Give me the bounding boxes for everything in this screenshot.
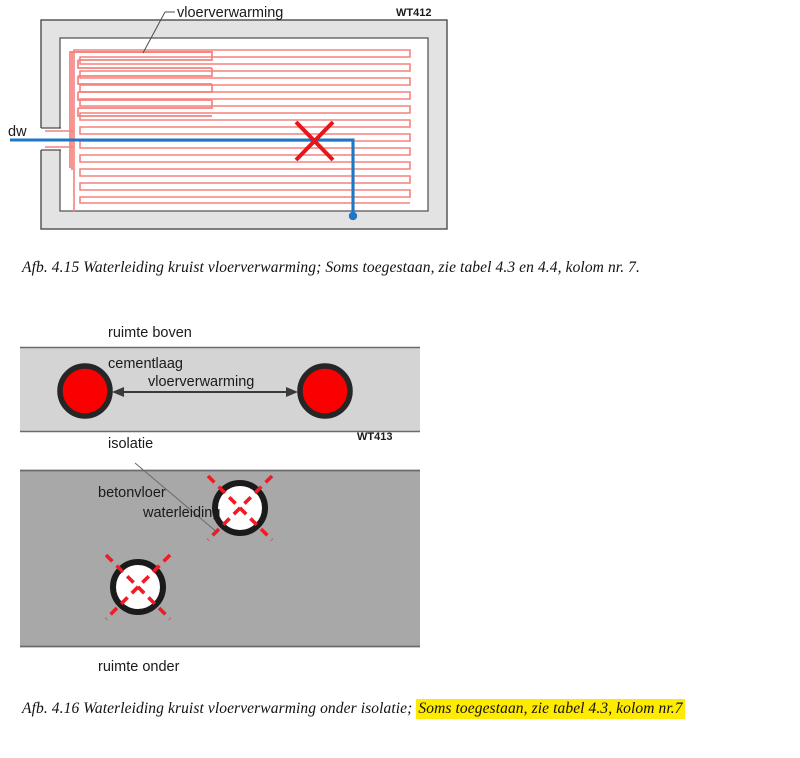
- caption-416-text-highlighted: Soms toegestaan, zie tabel 4.3, kolom nr…: [416, 699, 685, 719]
- heating-pipe-right: [297, 363, 353, 419]
- concrete-floor-band: [20, 469, 420, 648]
- label-vloerverwarming-spacing: vloerverwarming: [148, 374, 254, 390]
- caption-afb-4-16: Afb. 4.16 Waterleiding kruist vloerverwa…: [22, 697, 782, 720]
- crossing-not-allowed-cross-icon: [294, 120, 335, 162]
- tag-wt412: WT412: [396, 7, 431, 19]
- underfloor-heating-coil: [69, 51, 213, 170]
- water-pipe-lower: [104, 553, 172, 621]
- figure-416-drawing: ruimte boven cementlaag vloerverwa: [20, 325, 420, 675]
- caption-afb-4-15: Afb. 4.15 Waterleiding kruist vloerverwa…: [22, 256, 792, 279]
- figure-afb-4-16: ruimte boven cementlaag vloerverwa: [0, 320, 800, 685]
- label-vloerverwarming: vloerverwarming: [177, 5, 283, 21]
- caption-416-prefix: Afb. 4.16: [22, 700, 84, 717]
- label-cementlaag: cementlaag: [108, 356, 183, 372]
- caption-416-text-plain: Waterleiding kruist vloerverwarming onde…: [83, 700, 417, 717]
- heating-pipe-left: [57, 363, 113, 419]
- water-pipe-lower-cross-icon: [104, 553, 172, 621]
- label-dw: dw: [8, 124, 27, 140]
- waterleiding-leader-line: [134, 462, 219, 534]
- caption-415-text: Waterleiding kruist vloerverwarming; Som…: [83, 259, 640, 276]
- floor-plan-walls: [40, 19, 448, 230]
- label-waterleiding: waterleiding: [142, 505, 220, 521]
- water-pipe-endpoint: [348, 211, 358, 221]
- heating-spacing-arrow: [112, 387, 298, 397]
- water-pipe-upper: [206, 474, 274, 542]
- label-betonvloer: betonvloer: [98, 485, 166, 501]
- water-pipe-upper-cross-icon: [206, 474, 274, 542]
- label-isolatie: isolatie: [108, 436, 153, 452]
- heating-label-leader-line: [142, 11, 175, 54]
- label-ruimte-boven: ruimte boven: [108, 325, 192, 341]
- label-ruimte-onder: ruimte onder: [98, 659, 180, 675]
- tag-wt413: WT413: [357, 431, 392, 443]
- caption-415-prefix: Afb. 4.15: [22, 259, 84, 276]
- figure-afb-4-15: vloerverwarming dw WT412: [0, 0, 800, 245]
- water-pipe-dw: [10, 138, 358, 221]
- figure-415-drawing: vloerverwarming dw WT412: [8, 5, 448, 230]
- underfloor-heating-coil-lines: [45, 49, 411, 212]
